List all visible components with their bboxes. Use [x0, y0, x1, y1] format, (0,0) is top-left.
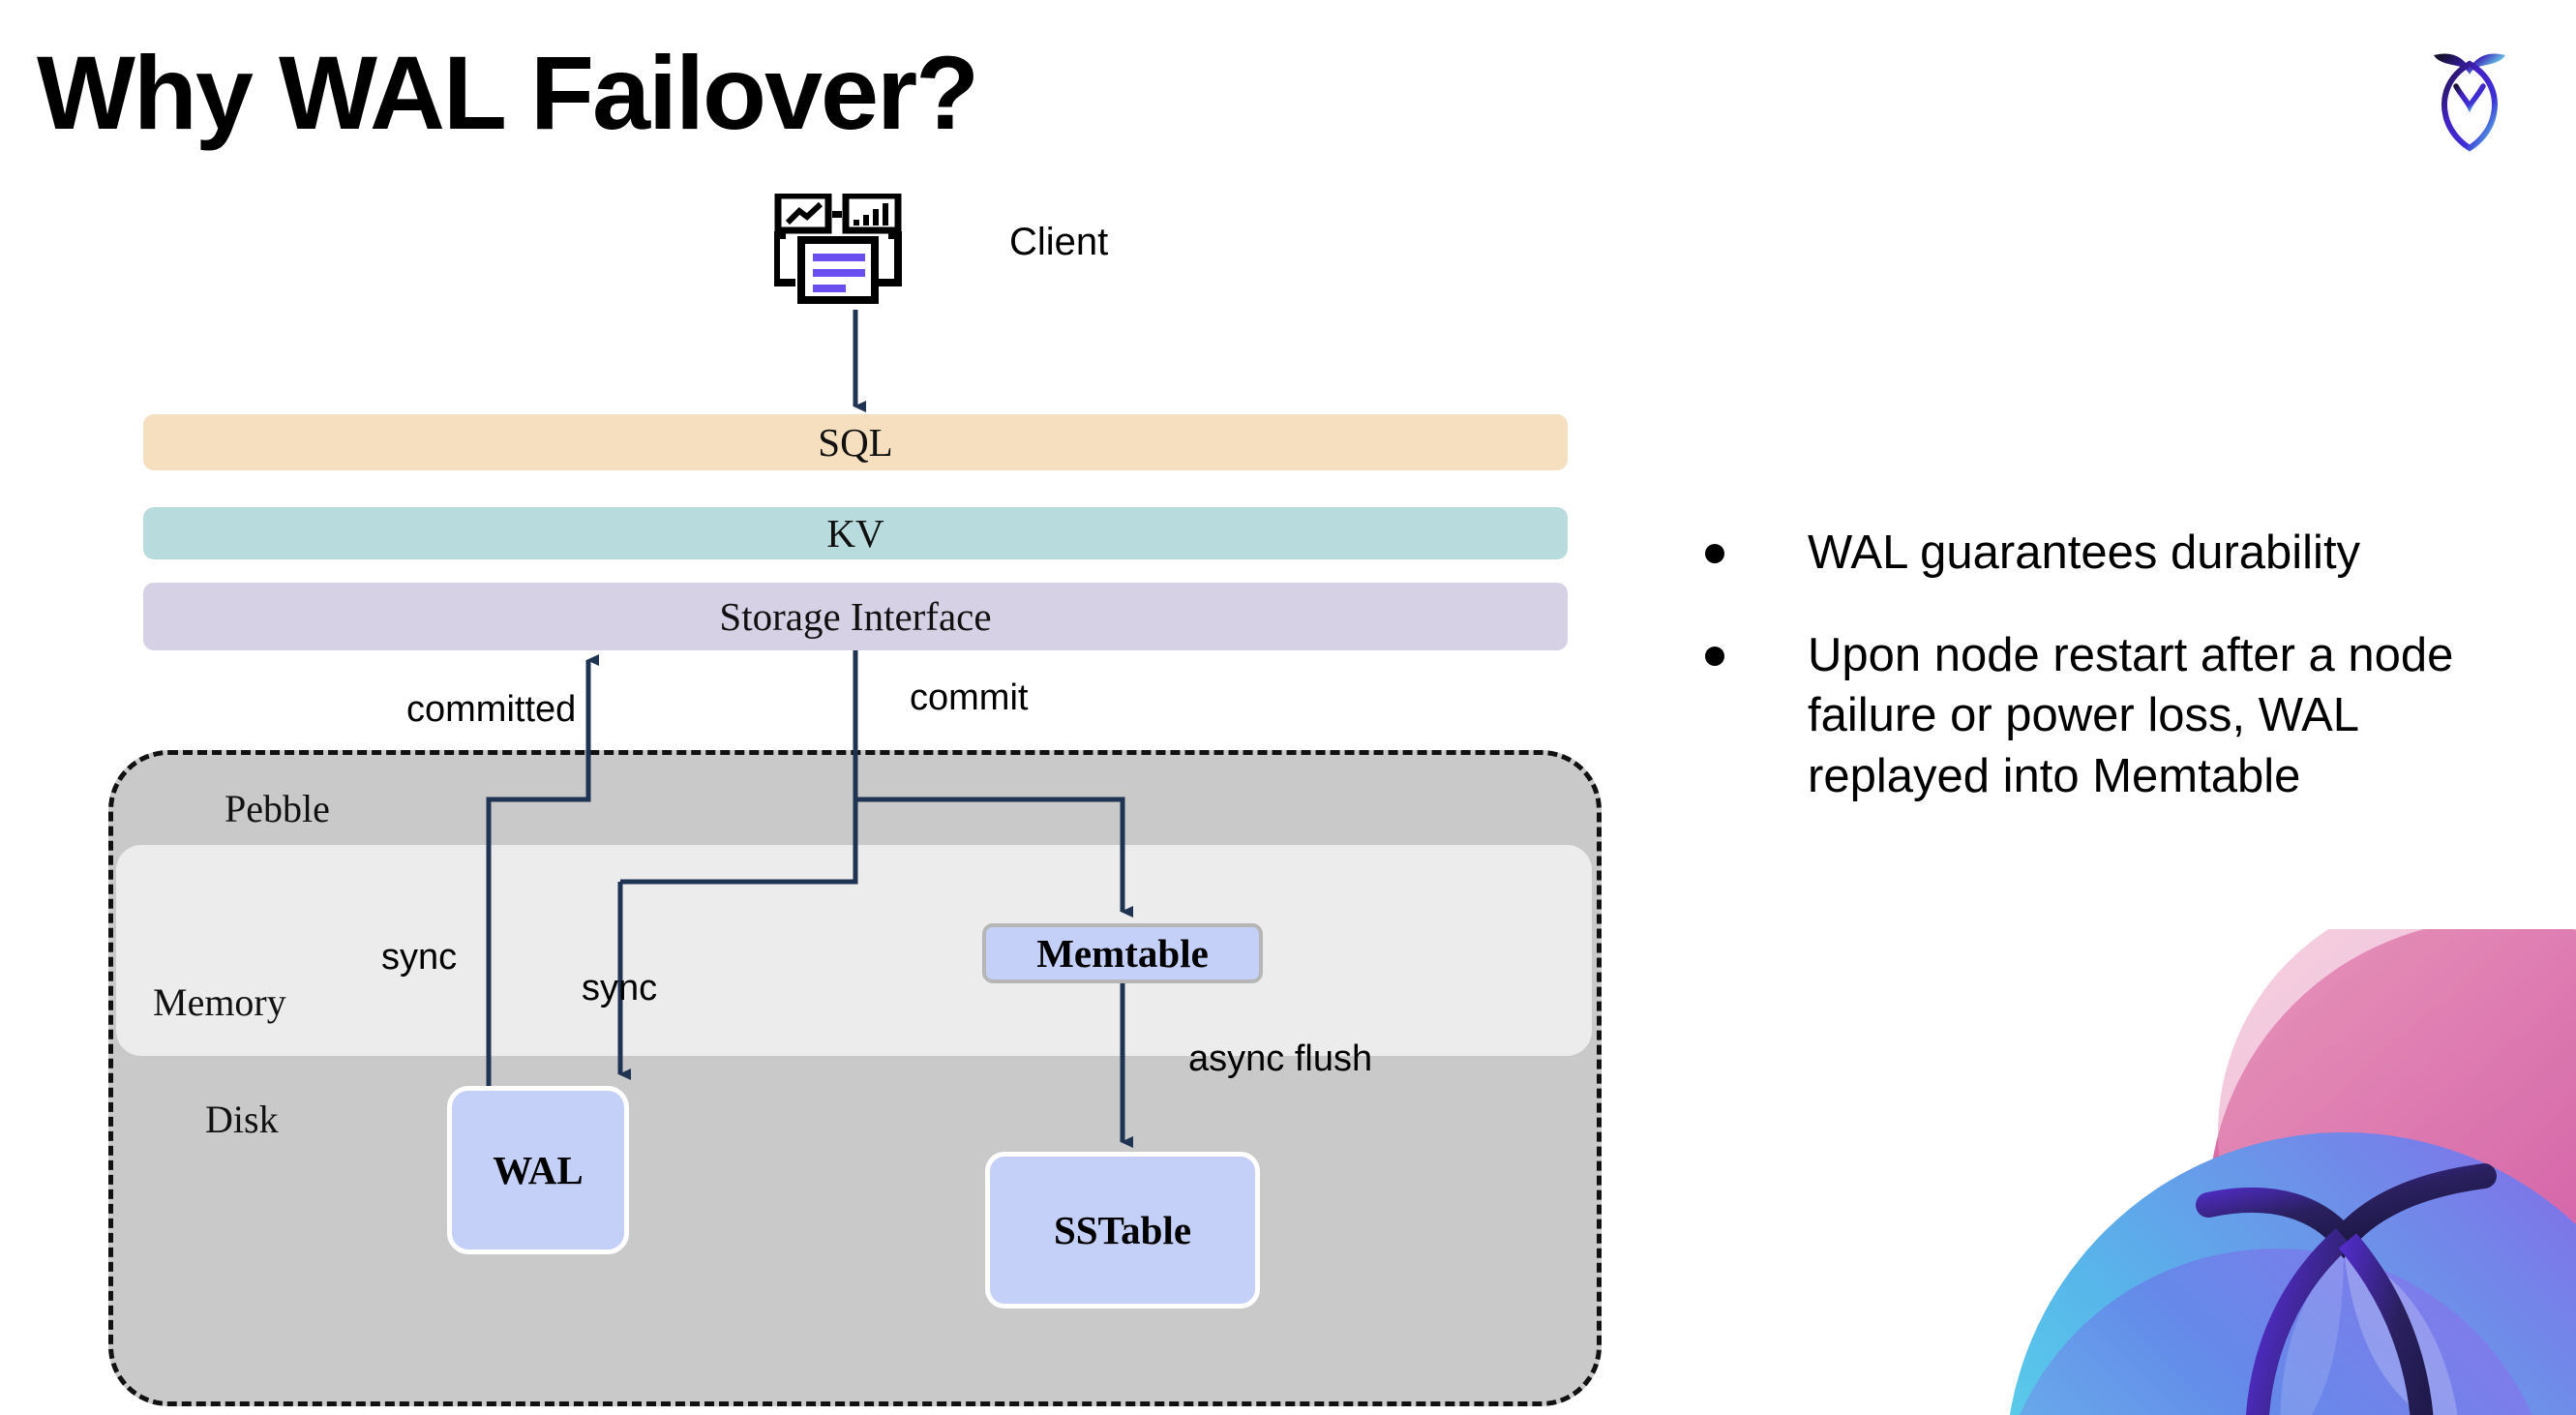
layer-bar-sql-label: SQL: [818, 420, 893, 465]
client-dashboard-icon: [772, 192, 929, 310]
layer-bar-sql: SQL: [143, 414, 1568, 470]
edge-label-sync-left: sync: [381, 937, 458, 978]
page-title: Why WAL Failover?: [37, 34, 979, 151]
node-sstable: SSTable: [985, 1152, 1260, 1309]
node-wal-label: WAL: [493, 1148, 584, 1192]
decorative-corner-graphic: [1957, 929, 2576, 1415]
node-memtable: Memtable: [982, 923, 1263, 983]
node-memtable-label: Memtable: [1036, 931, 1209, 976]
layer-bar-kv-label: KV: [826, 511, 884, 556]
bullet-list: WAL guarantees durability Upon node rest…: [1705, 523, 2499, 849]
list-item: Upon node restart after a node failure o…: [1705, 625, 2499, 806]
edge-label-committed: committed: [406, 689, 577, 730]
edge-label-async-flush: async flush: [1188, 1039, 1373, 1079]
node-sstable-label: SSTable: [1053, 1208, 1192, 1252]
layer-bar-storage-interface: Storage Interface: [143, 583, 1568, 650]
bullet-text: WAL guarantees durability: [1808, 527, 2361, 579]
cockroachdb-logo-icon: [2416, 39, 2523, 155]
bullet-dot-icon: [1705, 544, 1724, 563]
zone-label-disk: Disk: [205, 1098, 279, 1141]
zone-label-memory: Memory: [153, 980, 286, 1024]
memory-container: [116, 845, 1592, 1056]
node-wal: WAL: [447, 1086, 629, 1254]
bullet-text: Upon node restart after a node failure o…: [1808, 629, 2454, 802]
layer-bar-kv: KV: [143, 507, 1568, 559]
edge-label-commit: commit: [910, 677, 1029, 718]
zone-label-pebble: Pebble: [225, 787, 330, 830]
list-item: WAL guarantees durability: [1705, 523, 2499, 583]
bullet-dot-icon: [1705, 647, 1724, 667]
edge-label-sync-right: sync: [582, 968, 658, 1009]
client-label: Client: [1009, 221, 1109, 263]
layer-bar-storage-label: Storage Interface: [719, 594, 992, 639]
